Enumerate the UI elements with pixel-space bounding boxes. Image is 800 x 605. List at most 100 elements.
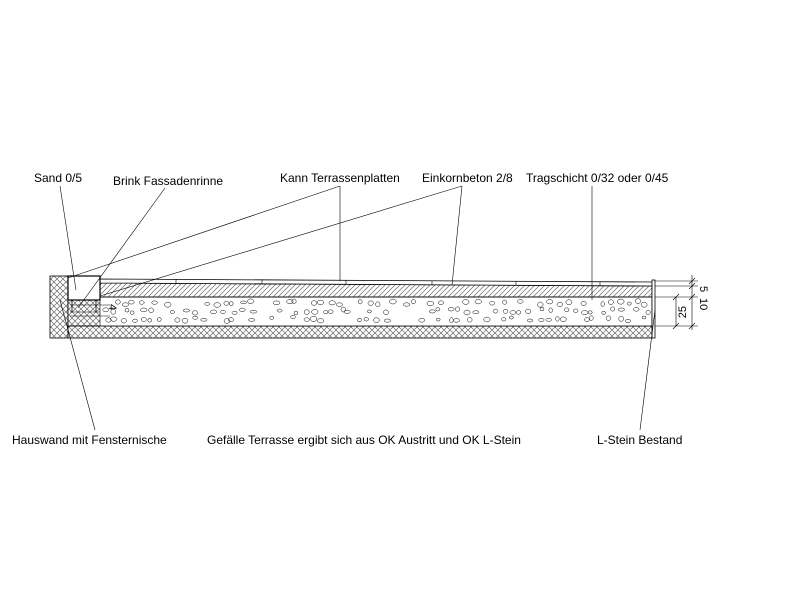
gravel-pebble [317,299,324,305]
gravel-pebble [240,300,247,305]
gravel-pebble [293,310,299,316]
gravel-pebble [509,315,514,320]
gravel-pebble [210,309,217,315]
gravel-pebble [383,309,389,315]
dim-25: 25 [677,306,689,318]
gravel-pebble [239,307,246,312]
label-lstein: L-Stein Bestand [597,433,682,447]
gravel-pebble [509,310,516,315]
gravel-pebble [327,309,334,314]
gravel-pebble [213,302,221,308]
gravel-pebble [492,308,499,314]
gravel-pebble [537,301,544,308]
gravel-pebble [428,309,436,314]
gravel-pebble [124,308,130,313]
gravel-pebble [635,298,641,304]
gravel-pebble [204,302,211,306]
gravel-pebble [120,318,127,324]
gravel-pebble [336,302,343,307]
gravel-pebble [343,309,351,314]
gravel-pebble [115,299,121,305]
gravel-pebble [516,310,522,315]
gravel-pebble [546,299,554,305]
gravel-pebble [555,316,560,322]
gravel-pebble [573,308,579,313]
label-sand: Sand 0/5 [34,171,82,185]
gravel-pebble [418,317,426,323]
label-trag: Tragschicht 0/32 oder 0/45 [526,171,669,185]
house-wall [49,275,69,339]
gravel-pebble [556,302,564,307]
gravel-pebble [584,317,590,323]
gravel-pebble [589,315,594,321]
gravel-pebble [373,317,380,323]
gravel-pebble [157,317,162,322]
gravel-pebble [148,307,154,313]
gravel-pebble [181,317,189,324]
gravel-pebble [483,316,491,323]
gravel-pebble [565,299,573,305]
gravel-pebble [605,315,612,321]
gravel-pebble [357,317,362,323]
gravel-pebble [455,306,460,312]
gravel-pebble [618,315,624,322]
base-layer [67,325,653,339]
gravel-pebble [272,300,281,305]
gravel-pebble [310,316,318,322]
gravel-pebble [375,301,381,308]
gravel-pebble [501,317,507,322]
gravel-pebble [503,308,509,314]
gravel-pebble [286,299,294,304]
gravel-pebble [608,299,614,305]
gravel-pebble [389,298,397,305]
gravel-pebble [311,300,317,306]
gravel-pebble [228,317,234,323]
gravel-pebble [426,300,434,307]
gravel-pebble [525,308,532,314]
gravel-pebble [138,300,145,305]
label-rinne: Brink Fassadenrinne [113,174,223,188]
label-platten: Kann Terrassenplatten [280,171,400,185]
gravel-pebble [472,310,480,314]
gravel-pebble [151,300,158,305]
gravel-pebble [548,307,553,313]
gravel-pebble [526,318,534,323]
gravel-pebble [580,301,587,306]
gravel-pebble [140,307,148,313]
label-gefaelle: Gefälle Terrasse ergibt sich aus OK Aust… [207,433,521,447]
gravel-pebble [102,307,109,313]
gravel-pebble [247,298,254,304]
gravel-pebble [403,302,411,307]
gravel-pebble [192,310,199,316]
gravel-pebble [645,309,651,315]
gravel-pebble [600,301,605,307]
gravel-pebble [447,307,455,312]
gravel-pebble [564,307,570,312]
gravel-pebble [121,302,130,307]
gravel-pebble [462,299,470,305]
gravel-pebble [317,318,324,324]
gravel-pebble [328,300,336,306]
gravel-pebble [641,315,647,320]
gravel-pebble [223,300,229,306]
gravel-pebble [323,310,329,315]
gravel-pebble [249,310,258,314]
gravel-pebble [303,317,310,322]
gravel-pebble [130,310,135,315]
gravel-pebble [435,317,441,322]
gravel-pebble [192,316,199,320]
sand-strip [67,299,101,327]
dim-10: 10 [697,298,709,310]
gravel-pebble [291,298,297,304]
gravel-pebble [437,300,444,305]
gravel-pebble [367,300,374,306]
gravel-pebble [617,307,625,312]
gravel-pebble [110,316,118,322]
gravel-pebble [640,301,648,308]
leader-lines [59,185,656,431]
gravel-pebble [539,307,545,312]
label-hauswand: Hauswand mit Fensternische [12,433,167,447]
gravel-pebble [303,309,310,315]
gravel-pebble [357,299,363,305]
gravel-pebble [625,319,631,323]
